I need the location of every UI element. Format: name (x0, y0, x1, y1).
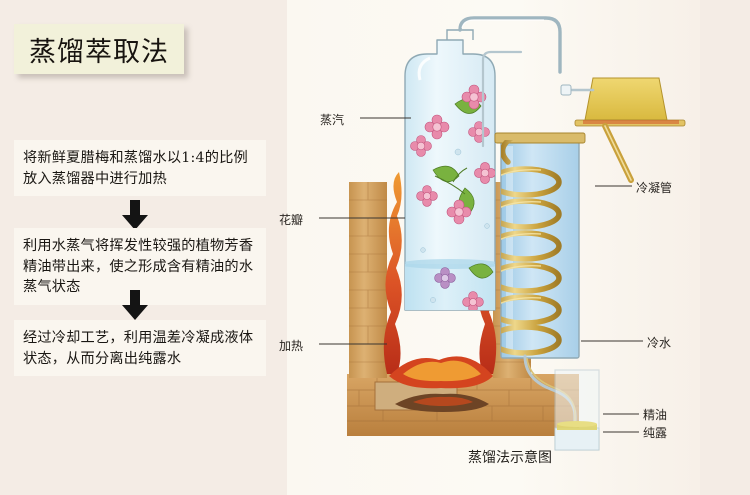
steam-tube (458, 16, 562, 74)
label-essential-oil: 精油 (643, 408, 668, 422)
step-text-3: 经过冷却工艺，利用温差冷凝成液体状态，从而分离出纯露水 (23, 330, 254, 367)
label-cold-water: 冷水 (647, 336, 672, 350)
illustration-panel: 蒸汽 花瓣 加热 冷凝管 冷水 精油 纯露 (279, 0, 700, 495)
label-condenser: 冷凝管 (636, 181, 673, 195)
callout-leader-lines (319, 117, 643, 433)
arrow-down-icon (118, 288, 152, 322)
water-reservoir (560, 77, 686, 183)
distillation-diagram (287, 0, 700, 495)
page-title: 蒸馏萃取法 (14, 24, 184, 74)
collection-jar (554, 369, 600, 451)
petals-and-leaves (410, 84, 495, 310)
label-heating: 加热 (279, 339, 304, 353)
step-text-1: 将新鲜夏腊梅和蒸馏水以1:4的比例放入蒸馏器中进行加热 (23, 150, 248, 187)
step-text-2: 利用水蒸气将挥发性较强的植物芳香精油带出来，使之形成含有精油的水蒸气状态 (23, 238, 254, 296)
page-title-text: 蒸馏萃取法 (29, 36, 169, 68)
arrow-down-icon (118, 198, 152, 232)
label-hydrosol: 纯露 (643, 426, 668, 440)
diagram-caption: 蒸馏法示意图 (468, 450, 552, 466)
label-petals: 花瓣 (279, 213, 304, 227)
condenser-coil (501, 140, 562, 356)
step-box-1: 将新鲜夏腊梅和蒸馏水以1:4的比例放入蒸馏器中进行加热 (14, 140, 266, 197)
label-steam: 蒸汽 (320, 113, 345, 127)
step-box-3: 经过冷却工艺，利用温差冷凝成液体状态，从而分离出纯露水 (14, 320, 266, 377)
